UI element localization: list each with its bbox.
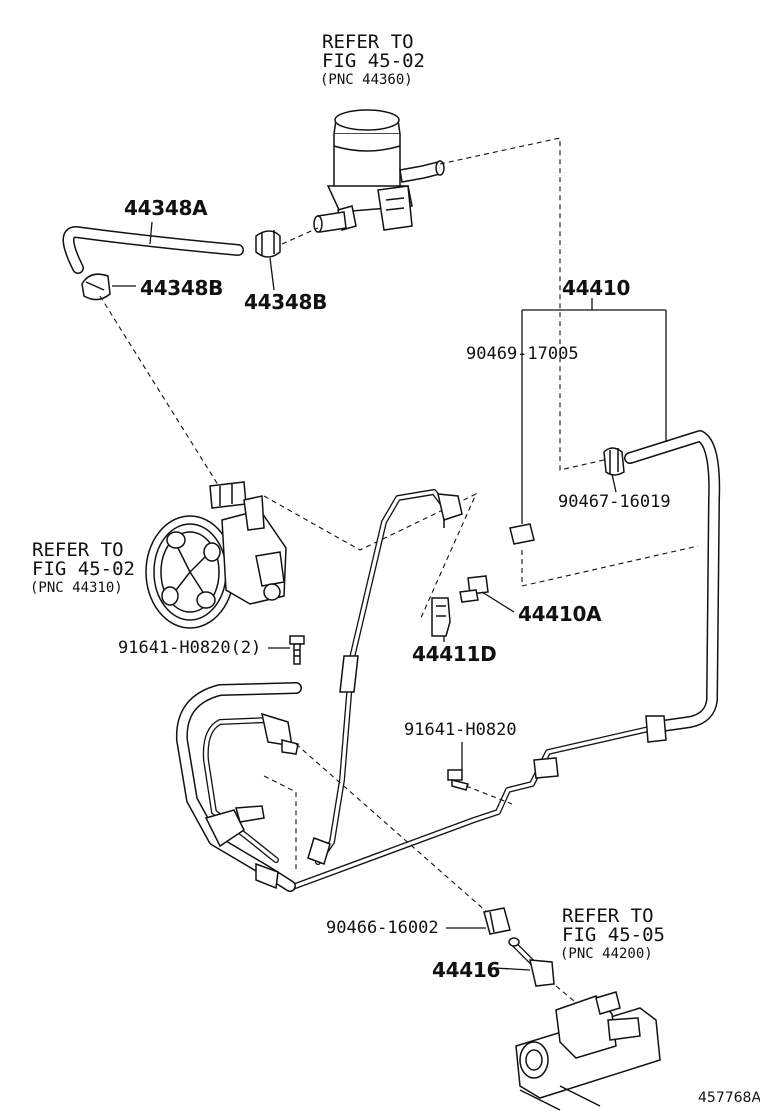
ref-gear-line2: FIG 45-05	[562, 924, 665, 946]
ref-gear-line3: (PNC 44200)	[560, 946, 653, 962]
label-44411d: 44411D	[412, 642, 497, 666]
dash-pump-outlet	[295, 743, 497, 921]
label-44410a: 44410A	[518, 602, 602, 626]
reservoir-illustration	[313, 109, 445, 233]
label-44348a: 44348A	[124, 196, 208, 220]
label-90466-16002: 90466-16002	[326, 918, 439, 938]
ref-pump-line3: (PNC 44310)	[30, 580, 123, 596]
ref-pump-line2: FIG 45-02	[32, 558, 135, 580]
dash-pump-bracket	[263, 492, 478, 621]
leader-90467	[611, 473, 617, 493]
label-91641-h0820-2: 91641-H0820(2)	[118, 638, 262, 658]
dash-hose-pump	[99, 295, 221, 489]
bolt-single-illustration	[447, 769, 469, 791]
label-44348b-right: 44348B	[244, 290, 328, 314]
clip-90469-illustration	[509, 523, 535, 545]
clamp-90466-illustration	[483, 907, 511, 935]
dash-reservoir-return	[439, 137, 605, 471]
lower-hose-illustration	[175, 682, 302, 892]
bolt-pump-illustration	[289, 635, 305, 665]
steering-gear-illustration	[515, 991, 661, 1111]
ref-pump-line1: REFER TO	[32, 539, 124, 561]
ref-reservoir-line1: REFER TO	[322, 31, 414, 53]
label-44348b-left: 44348B	[140, 276, 224, 300]
bracket-44411d-illustration	[431, 597, 451, 637]
ref-gear-line1: REFER TO	[562, 905, 654, 927]
bolt-44410a-illustration	[459, 575, 489, 603]
dash-clamp-reservoir	[281, 227, 319, 245]
label-91641-h0820: 91641-H0820	[404, 720, 517, 740]
return-line-illustration	[287, 430, 721, 891]
leader-44410	[521, 298, 667, 524]
tube-44416-illustration	[508, 937, 555, 987]
label-90467-16019: 90467-16019	[558, 492, 671, 512]
dash-clip-return	[521, 545, 699, 587]
dash-bracket-lower	[263, 775, 297, 870]
pump-illustration	[145, 481, 287, 629]
diagram-id: 457768A	[698, 1090, 760, 1106]
label-44410: 44410	[562, 276, 631, 300]
hose-44348a-illustration	[62, 226, 281, 301]
leader-44416	[493, 967, 531, 971]
leader-44348b-right	[269, 257, 275, 291]
pressure-line-illustration	[307, 489, 463, 865]
label-90469-17005: 90469-17005	[466, 344, 579, 364]
leader-44348a	[149, 221, 153, 245]
ref-reservoir-line2: FIG 45-02	[322, 50, 425, 72]
ref-reservoir-line3: (PNC 44360)	[320, 72, 413, 88]
leader-44410a	[481, 591, 515, 613]
label-44416: 44416	[432, 958, 501, 982]
